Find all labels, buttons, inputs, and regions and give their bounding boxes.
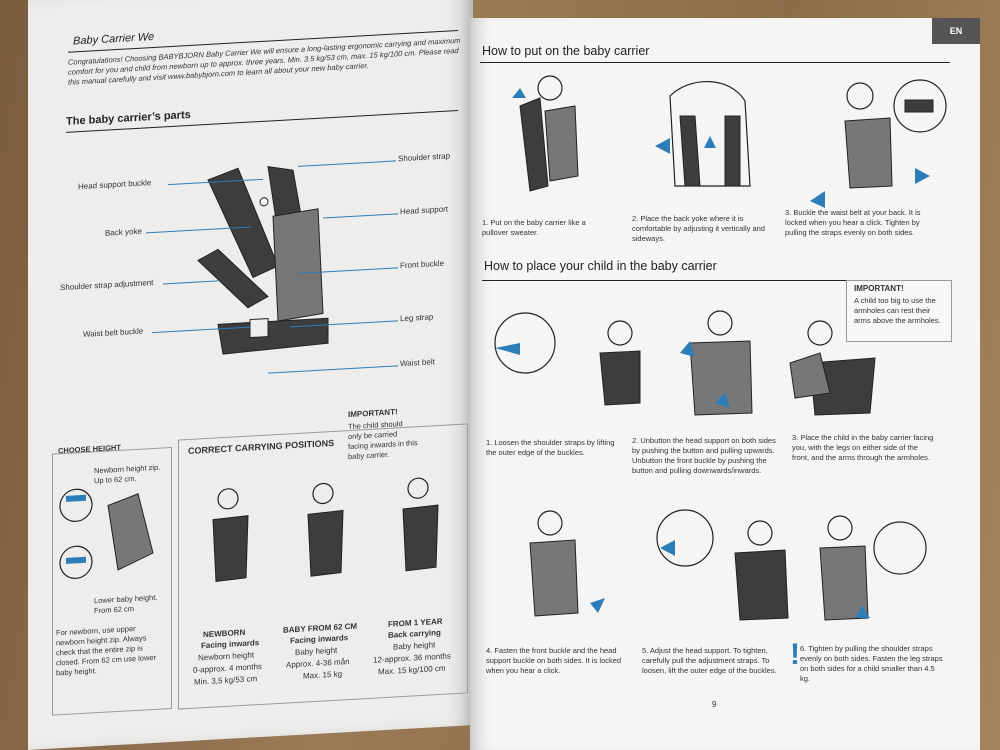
positions-important-title: IMPORTANT! [348,407,398,420]
positions-important-text: The child should only be carried facing … [348,419,418,462]
place-child-illustrations-row2 [529,509,927,621]
place-heading: How to place your child in the baby carr… [484,259,717,273]
put-on-step-1: 1. Put on the baby carrier like a pullov… [482,218,586,237]
place-step-1: 1. Loosen the shoulder straps by lifting… [486,438,615,457]
lower-height-text: Lower baby height. From 62 cm [94,592,158,616]
left-page: Baby Carrier We Congratulations! Choosin… [28,0,473,750]
product-title: Baby Carrier We [73,30,155,48]
place-step-5: 5. Adjust the head support. To tighten, … [642,646,777,675]
important-title: IMPORTANT! [854,284,904,293]
carrying-positions-illustration [212,477,439,583]
part-label-front-buckle: Front buckle [400,258,445,271]
important-text: A child too big to use the armholes can … [854,296,941,325]
put-on-step-3: 3. Buckle the waist belt at your back. I… [785,208,921,237]
part-label-head-support: Head support [400,204,449,217]
put-on-step-2: 2. Place the back yoke where it is comfo… [632,214,765,243]
language-tab: EN [932,18,980,44]
height-zip-illustration [59,488,154,579]
carrier-parts-illustration [197,165,329,355]
place-step-2: 2. Unbutton the head support on both sid… [632,436,776,475]
place-step-3: 3. Place the child in the baby carrier f… [792,433,934,462]
put-on-heading: How to put on the baby carrier [482,44,650,58]
place-step-6: 6. Tighten by pulling the shoulder strap… [800,644,943,683]
part-label-waist-belt: Waist belt [400,357,435,369]
part-label-back-yoke: Back yoke [105,226,142,238]
part-label-shoulder-strap: Shoulder strap [398,151,451,164]
part-label-waist-belt-buckle: Waist belt buckle [83,326,144,339]
choose-height-note: For newborn, use upper newborn height zi… [56,623,157,678]
place-child-illustrations-row1 [494,310,876,416]
leader-line [268,365,398,374]
right-page: EN How to put on the baby carrier 1. Put… [470,18,980,750]
right-page-number: 9 [712,700,717,709]
warning-icon: ! [790,638,800,671]
important-box [846,280,952,342]
put-on-illustrations [512,75,947,208]
place-rule [482,280,934,281]
part-label-head-support-buckle: Head support buckle [78,178,152,192]
place-step-4: 4. Fasten the front buckle and the head … [486,646,622,675]
part-label-shoulder-strap-adjustment: Shoulder strap adjustment [60,277,154,293]
part-label-leg-strap: Leg strap [400,312,434,324]
put-on-rule [480,62,950,63]
